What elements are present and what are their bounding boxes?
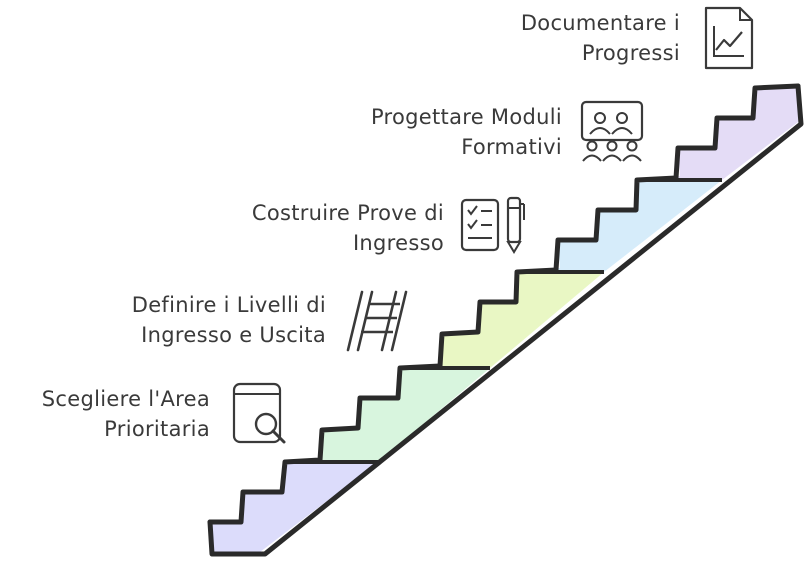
- stair-band-1: [210, 462, 378, 552]
- staircase-underside: [207, 83, 804, 557]
- step-1-label: Scegliere l'Area Prioritaria: [42, 384, 210, 444]
- step-5-line1: Documentare i: [520, 11, 680, 35]
- chart-document-icon: [704, 6, 754, 70]
- step-5-line2: Progressi: [581, 41, 680, 65]
- stair-band-2: [285, 368, 490, 462]
- book-search-icon: [232, 382, 286, 444]
- step-2-label: Definire i Livelli di Ingresso e Uscita: [132, 290, 326, 350]
- step-4-line1: Progettare Moduli: [370, 105, 562, 129]
- step-3-line2: Ingresso: [352, 231, 444, 255]
- step-1-line2: Prioritaria: [104, 417, 210, 441]
- checklist-pen-icon: [460, 196, 525, 254]
- step-1-line1: Scegliere l'Area: [41, 387, 210, 411]
- step-2-line2: Ingresso e Uscita: [141, 323, 326, 347]
- step-3-line1: Costruire Prove di: [251, 201, 444, 225]
- stair-band-4: [517, 180, 722, 272]
- stair-band-3: [400, 272, 604, 368]
- group-presentation-icon: [580, 100, 644, 162]
- step-4-label: Progettare Moduli Formativi: [371, 102, 562, 162]
- step-5-label: Documentare i Progressi: [521, 8, 680, 68]
- step-3-label: Costruire Prove di Ingresso: [252, 198, 444, 258]
- step-2-line1: Definire i Livelli di: [131, 293, 326, 317]
- ladder-icon: [346, 290, 408, 352]
- step-4-line2: Formativi: [461, 135, 562, 159]
